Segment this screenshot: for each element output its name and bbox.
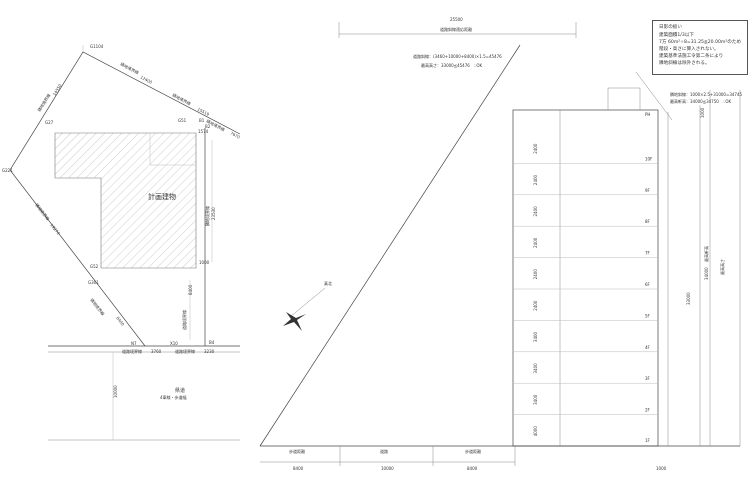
floor-label: PH	[645, 112, 650, 117]
boundary-label-1: 隣地境界線	[36, 92, 52, 112]
floor-height-dim: 3400	[533, 394, 538, 405]
road-boundary-label-2: 道路境界線	[175, 348, 195, 354]
floor-height-dim: 2400	[533, 300, 538, 311]
floor-labels: PH 10F 9F 8F 7F 6F 5F 4F 3F 2F 1F	[645, 112, 653, 443]
bottom-label-2: 道路	[380, 448, 388, 454]
boundary-label-3: 隣地境界線	[172, 92, 192, 107]
point-top-apex: G1104	[90, 44, 104, 49]
planned-building	[54, 132, 197, 269]
boundary-label-7: 隣地境界線	[204, 206, 210, 226]
dim-road-a: 3760	[151, 349, 162, 354]
right-dim-max-label: 最高高さ	[719, 259, 725, 275]
point-g51: G51	[178, 118, 187, 123]
point-left-apex: G221	[2, 168, 13, 173]
right-dim-total: 33000	[686, 292, 691, 305]
road-formula: 道路斜線：(3460+10000+8400)×1.5=45476	[413, 53, 502, 59]
floor-label: 6F	[645, 282, 651, 287]
floor-height-dim: 2400	[533, 174, 538, 185]
dim-road-width: 10000	[113, 385, 118, 398]
floor-height-dim: 2400	[533, 206, 538, 217]
boundary-label-5: 隣地境界線	[34, 202, 51, 221]
shadow-notes-box: 日影の扱い 建築面積1/3以下 7方 60m²÷8=31.25≦20.00m²の…	[652, 20, 748, 75]
floor-label: 9F	[645, 188, 651, 193]
dim-right-short: 15519	[197, 106, 211, 117]
floor-label: 3F	[645, 376, 651, 381]
dim-top: 12400	[140, 74, 154, 85]
site-plan: 計画建物 G1104 G221 G27 G51 B1 B2 1574 G52 G…	[2, 44, 242, 441]
right-dim-eave-label: 最高軒高	[703, 246, 709, 262]
lot-boundary	[9, 51, 241, 347]
dim-top-left: 14550	[52, 83, 63, 97]
penthouse	[607, 87, 641, 110]
notes-line-5: 隣地斜線は除外される。	[659, 61, 710, 66]
floor-height-dim: 3400	[533, 331, 538, 342]
point-b1: B1	[199, 118, 205, 123]
floor-height-dim: 2400	[533, 143, 538, 154]
road-setback-line	[259, 44, 521, 447]
dim-road-b: 3230	[204, 349, 215, 354]
bottom-dim-2: 10000	[381, 466, 394, 471]
floor-height-dim: 3400	[533, 363, 538, 374]
building-label: 計画建物	[148, 192, 176, 201]
bottom-label-3: 歩道距離	[465, 448, 481, 454]
notes-line-3: 階段・高さに算入されない。	[659, 47, 719, 52]
bottom-dim-1: 8400	[293, 466, 304, 471]
neighbor-setback-line	[635, 71, 673, 121]
notes-title: 日影の扱い	[659, 25, 682, 30]
floor-lines	[513, 163, 658, 415]
bottom-right-dim: 1000	[656, 466, 667, 471]
notes-line-4: 建築基準法施工令第二条により	[659, 54, 724, 59]
bottom-label-1: 歩道距離	[289, 448, 305, 454]
section-view: 25500 道路斜線適応距離 道路斜線：(3460+10000+8400)×1.…	[259, 17, 742, 471]
floor-label: 4F	[645, 345, 651, 350]
north-label: 真北	[324, 280, 332, 286]
point-1000: 1000	[199, 260, 210, 265]
dim-road-c: 8400	[188, 284, 193, 295]
building-section	[512, 109, 659, 447]
top-total-dim: 25500	[450, 17, 463, 22]
notes-line-1: 建築面積1/3以下	[659, 33, 694, 38]
north-arrow: 真北	[283, 280, 332, 331]
point-x10: X10	[170, 341, 178, 346]
right-dim-eave: 34000	[704, 267, 709, 280]
floor-label: 1F	[645, 438, 651, 443]
floor-label: 8F	[645, 219, 651, 224]
road-max-check: 最高高さ：33000≦45476 ∴OK	[421, 62, 482, 68]
floor-label: 2F	[645, 408, 651, 413]
point-b2: B2	[205, 124, 211, 129]
notes-line-2: 7方 60m²÷8=31.25≦20.00m²のため	[659, 40, 742, 45]
top-dim-label: 道路斜線適応距離	[440, 26, 472, 32]
neighbor-max-check: 最高軒高：34000≦34750 ∴OK	[670, 98, 731, 104]
floor-height-dim: 2400	[533, 237, 538, 248]
road-name: 県道	[175, 387, 185, 394]
right-dim-top: 1000	[700, 107, 705, 118]
neighbor-formula: 隣地斜線：1000×2.5+31000=34745	[670, 91, 742, 97]
road-boundary-label-1: 道路境界線	[122, 348, 142, 354]
floor-label: 5F	[645, 313, 651, 318]
floor-height-dim: 4000	[533, 426, 538, 437]
point-g52: G52	[90, 264, 99, 269]
floor-height-dim: 2400	[533, 269, 538, 280]
dim-bottom-left: 8400	[115, 316, 125, 327]
point-g27: G27	[45, 120, 54, 125]
floor-label: 10F	[645, 156, 653, 161]
road-sub: 4車線・歩道幅	[160, 394, 187, 400]
dim-right-top: 7670	[230, 130, 242, 139]
road-boundary-vertical: 道路境界線	[181, 310, 187, 330]
point-b4: B4	[209, 340, 215, 345]
boundary-label-6: 隣地境界線	[89, 297, 106, 316]
compass-icon	[283, 312, 306, 331]
point-n7: N7	[131, 341, 137, 346]
bottom-dim-3: 8400	[467, 466, 478, 471]
floor-heights: 2400 2400 2400 2400 2400 2400 3400 3400 3400 4000	[533, 143, 538, 436]
dim-right-mid: 23530	[211, 207, 216, 220]
north-arrow-line	[289, 287, 326, 318]
point-g301: G301	[88, 280, 99, 285]
point-b1-dim: 1574	[198, 129, 209, 134]
floor-label: 7F	[645, 251, 651, 256]
